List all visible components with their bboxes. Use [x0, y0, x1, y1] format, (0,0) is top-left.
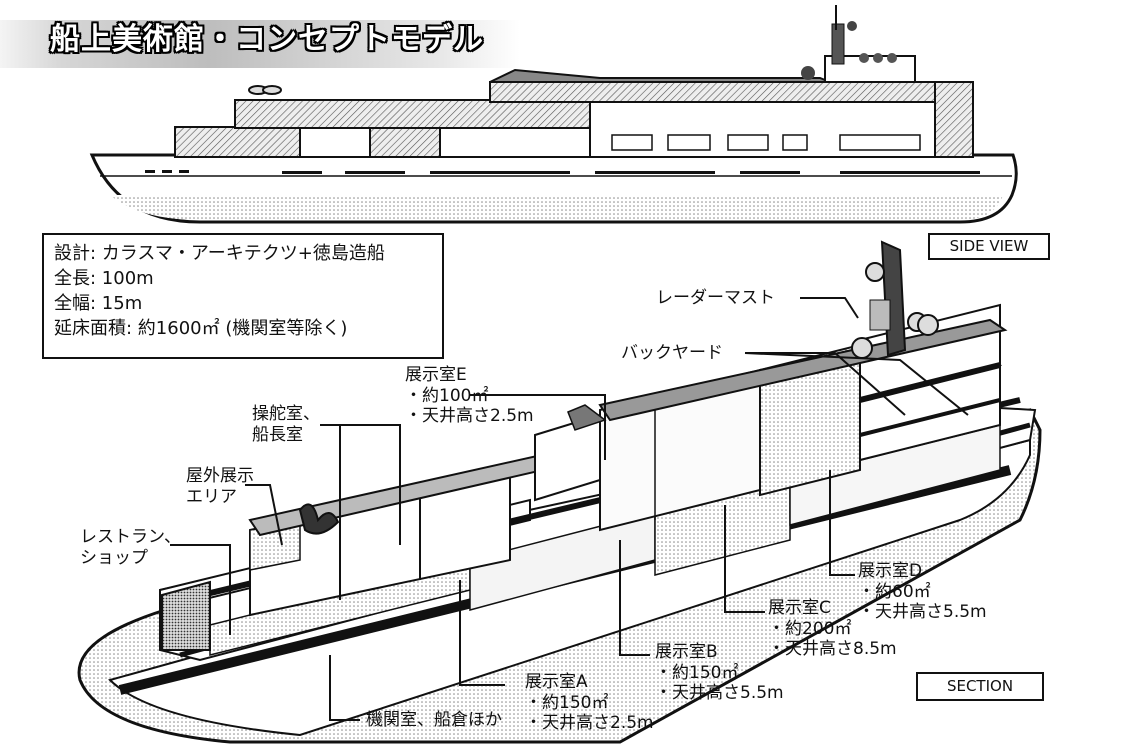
- room-b-name: 展示室B: [655, 642, 718, 662]
- spec-width: 全幅: 15m: [54, 293, 143, 314]
- label-room-a: 展示室A ・約150㎡ ・天井高さ2.5m: [525, 672, 654, 734]
- section-mast: [851, 240, 939, 359]
- label-room-c: 展示室C ・約200㎡ ・天井高さ8.5m: [768, 598, 897, 660]
- room-d-ceiling: ・天井高さ5.5m: [858, 602, 987, 623]
- room-e-ceiling: ・天井高さ2.5m: [405, 406, 534, 427]
- spec-floor-area: 延床面積: 約1600㎡ (機関室等除く): [54, 318, 348, 339]
- side-sculpture: [248, 85, 282, 95]
- side-deck-mid: [234, 99, 591, 129]
- label-engine-room: 機関室、船倉ほか: [366, 710, 502, 730]
- spec-design: 設計: カラスマ・アーキテクツ+徳島造船: [54, 243, 385, 264]
- room-e-name: 展示室E: [405, 365, 467, 385]
- room-c-area: ・約200㎡: [768, 618, 852, 639]
- room-a-name: 展示室A: [525, 672, 588, 692]
- portholes: [145, 170, 980, 174]
- bridge-line1: 操舵室、: [252, 404, 320, 424]
- restaurant-line2: ショップ: [80, 547, 148, 568]
- side-mast: [801, 5, 916, 83]
- label-radar-mast: レーダーマスト: [656, 288, 775, 308]
- section-sculpture: [298, 503, 340, 535]
- room-c-ceiling: ・天井高さ8.5m: [768, 639, 897, 660]
- bridge-line2: 船長室: [252, 424, 303, 445]
- outdoor-line1: 屋外展示: [186, 466, 254, 486]
- room-d-name: 展示室D: [858, 561, 923, 581]
- label-backyard: バックヤード: [621, 343, 723, 363]
- restaurant-line1: レストラン、: [80, 527, 181, 547]
- room-b-ceiling: ・天井高さ5.5m: [655, 683, 784, 704]
- side-view-tag: SIDE VIEW: [928, 233, 1050, 260]
- spec-length: 全長: 100m: [54, 268, 154, 289]
- room-b-area: ・約150㎡: [655, 662, 739, 683]
- room-d-area: ・約60㎡: [858, 581, 931, 602]
- outdoor-line2: エリア: [186, 486, 237, 507]
- side-hull-shade: [110, 195, 1003, 220]
- label-room-e: 展示室E ・約100㎡ ・天井高さ2.5m: [405, 365, 534, 427]
- spec-box: 設計: カラスマ・アーキテクツ+徳島造船 全長: 100m 全幅: 15m 延床…: [42, 233, 444, 359]
- restaurant-box: [161, 580, 211, 651]
- label-restaurant: レストラン、 ショップ: [80, 527, 181, 568]
- room-a-ceiling: ・天井高さ2.5m: [525, 713, 654, 734]
- room-a-area: ・約150㎡: [525, 692, 609, 713]
- side-top-deck: [489, 81, 936, 103]
- room-c-name: 展示室C: [768, 598, 831, 618]
- label-outdoor: 屋外展示 エリア: [186, 466, 254, 507]
- label-room-d: 展示室D ・約60㎡ ・天井高さ5.5m: [858, 561, 987, 623]
- room-e-area: ・約100㎡: [405, 385, 489, 406]
- section-view-ship: [77, 240, 1042, 744]
- leader-lines: [170, 297, 969, 721]
- page-title: 船上美術館・コンセプトモデル: [50, 22, 484, 57]
- side-view-ship: [89, 5, 1018, 224]
- label-room-b: 展示室B ・約150㎡ ・天井高さ5.5m: [655, 642, 784, 704]
- section-tag: SECTION: [916, 672, 1044, 701]
- label-bridge: 操舵室、 船長室: [252, 404, 320, 445]
- title-band: [0, 20, 520, 68]
